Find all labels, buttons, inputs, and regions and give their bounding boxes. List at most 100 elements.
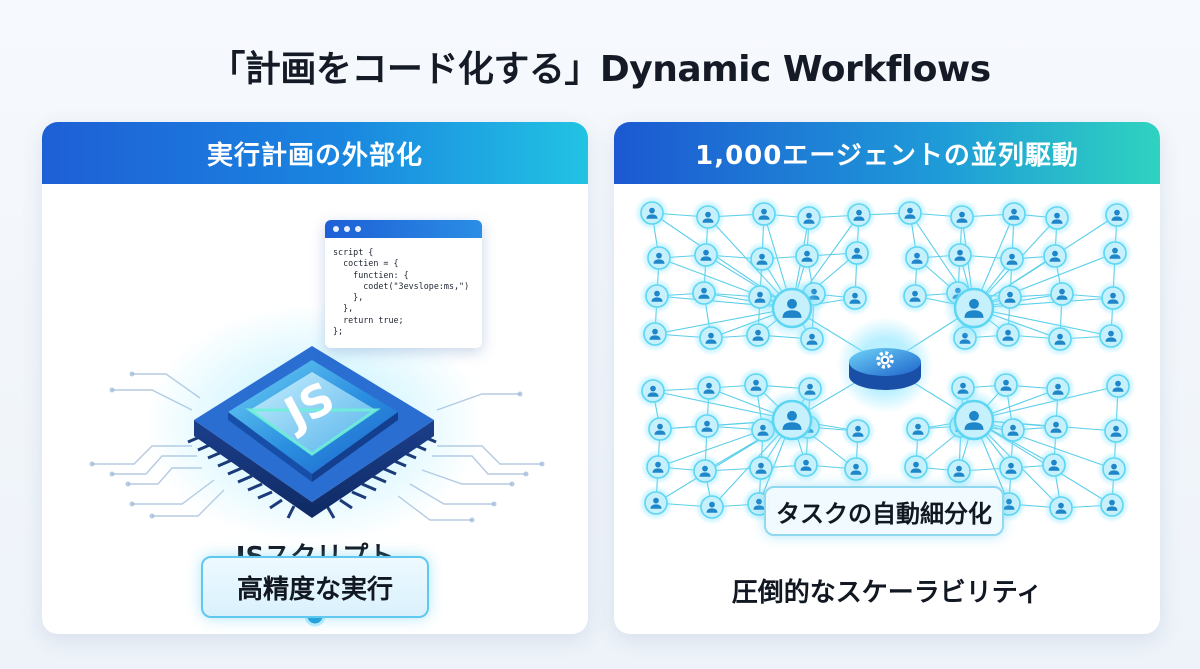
person-icon xyxy=(750,379,762,391)
agent-node xyxy=(641,240,677,276)
person-icon xyxy=(1051,212,1063,224)
agent-hub-node xyxy=(761,389,823,451)
agent-node xyxy=(691,370,727,406)
agent-node xyxy=(839,235,875,271)
agent-node xyxy=(694,489,730,525)
person-icon xyxy=(649,328,661,340)
person-icon xyxy=(706,501,718,513)
agent-node xyxy=(1096,451,1132,487)
agent-node xyxy=(942,237,978,273)
code-window-titlebar xyxy=(325,220,482,238)
agent-node xyxy=(634,195,670,231)
person-icon xyxy=(651,290,663,302)
person-icon xyxy=(699,465,711,477)
agent-node xyxy=(1036,447,1072,483)
person-icon xyxy=(1105,330,1117,342)
scalability-caption: 圧倒的なスケーラビリティ xyxy=(731,578,1043,608)
person-icon xyxy=(1108,463,1120,475)
person-icon xyxy=(953,465,965,477)
agent-node xyxy=(1037,238,1073,274)
agent-node xyxy=(740,317,776,353)
person-icon xyxy=(652,461,664,473)
window-dot-icon xyxy=(355,226,361,232)
person-icon xyxy=(801,250,813,262)
person-icon xyxy=(653,252,665,264)
agent-node xyxy=(744,241,780,277)
person-icon xyxy=(806,333,818,345)
agent-node xyxy=(686,275,722,311)
person-icon xyxy=(1054,333,1066,345)
person-icon xyxy=(1049,250,1061,262)
agent-node xyxy=(993,450,1029,486)
right-panel-header: 1,000エージェントの並列駆動 xyxy=(614,122,1160,184)
window-dot-icon xyxy=(333,226,339,232)
left-panel-header: 実行計画の外部化 xyxy=(42,122,588,184)
agent-node xyxy=(688,237,724,273)
person-icon xyxy=(703,382,715,394)
person-icon xyxy=(852,425,864,437)
person-icon xyxy=(647,385,659,397)
code-line: }, xyxy=(333,303,354,314)
person-icon xyxy=(803,212,815,224)
agent-node xyxy=(1043,490,1079,526)
person-icon xyxy=(1008,208,1020,220)
agent-node xyxy=(841,197,877,233)
chip-pins xyxy=(187,434,437,519)
agent-node xyxy=(899,240,935,276)
agent-node xyxy=(789,238,825,274)
person-icon xyxy=(698,287,710,299)
person-icon xyxy=(755,462,767,474)
person-icon xyxy=(1050,421,1062,433)
agent-node xyxy=(690,199,726,235)
person-icon xyxy=(650,497,662,509)
agent-node xyxy=(1038,409,1074,445)
person-icon xyxy=(782,410,802,430)
person-icon xyxy=(800,459,812,471)
agent-node xyxy=(788,447,824,483)
agent-node xyxy=(637,316,673,352)
person-icon xyxy=(850,463,862,475)
person-icon xyxy=(756,253,768,265)
person-icon xyxy=(1004,291,1016,303)
agent-hub-node xyxy=(943,389,1005,451)
right-panel: 1,000エージェントの並列駆動 xyxy=(614,122,1160,634)
agent-node xyxy=(746,196,782,232)
person-icon xyxy=(853,209,865,221)
code-line: codet("3evslope:ms,") xyxy=(333,280,470,291)
agent-node xyxy=(898,449,934,485)
person-icon xyxy=(956,211,968,223)
agent-node xyxy=(1097,235,1133,271)
agent-node xyxy=(1093,318,1129,354)
agent-node xyxy=(1044,276,1080,312)
agent-node xyxy=(738,367,774,403)
person-icon xyxy=(1107,292,1119,304)
precise-execution-box: 高精度な実行 xyxy=(201,556,429,618)
task-breakdown-label: タスクの自動細分化 xyxy=(764,486,1004,536)
person-icon xyxy=(752,329,764,341)
person-icon xyxy=(904,207,916,219)
agent-node xyxy=(838,451,874,487)
code-line: coctien = { xyxy=(333,258,399,269)
window-dot-icon xyxy=(344,226,350,232)
agent-node xyxy=(687,453,723,489)
code-content: script { coctien = { functien: { codet("… xyxy=(325,238,482,346)
person-icon xyxy=(849,292,861,304)
gear-icon xyxy=(876,351,894,369)
agent-node xyxy=(900,411,936,447)
chip-illustration: JS xyxy=(89,304,545,627)
agent-node xyxy=(1040,371,1076,407)
agent-node xyxy=(837,280,873,316)
agent-node xyxy=(840,413,876,449)
agent-node xyxy=(640,449,676,485)
agent-node xyxy=(635,373,671,409)
person-icon xyxy=(758,208,770,220)
person-icon xyxy=(1106,499,1118,511)
person-icon xyxy=(1006,253,1018,265)
person-icon xyxy=(911,252,923,264)
agent-node xyxy=(1094,487,1130,523)
person-icon xyxy=(1111,209,1123,221)
person-icon xyxy=(1007,424,1019,436)
code-line: }, xyxy=(333,292,364,303)
person-icon xyxy=(1112,380,1124,392)
person-icon xyxy=(964,298,984,318)
